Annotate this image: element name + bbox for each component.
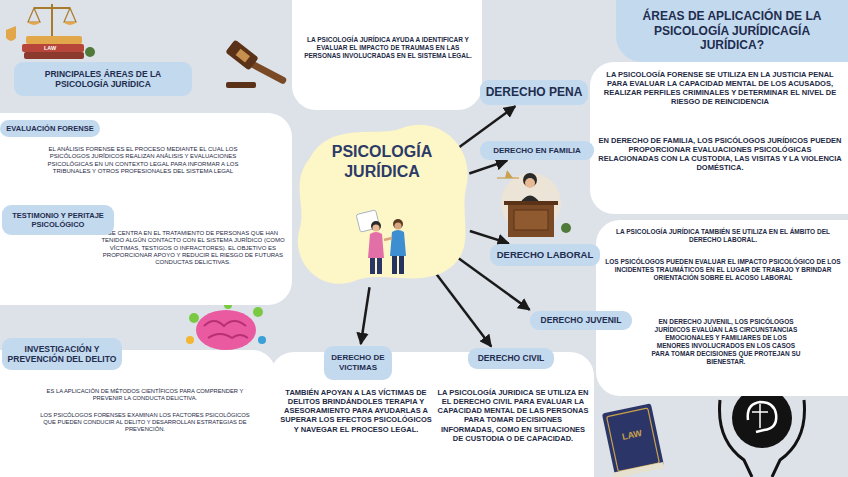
info-panel: LA PSICOLOGÍA FORENSE SE UTILIZA EN LA J… [590, 62, 848, 214]
topic-pill: INVESTIGACIÓN Y PREVENCIÓN DEL DELITO [2, 338, 122, 370]
body-text: LOS PSICÓLOGOS FORENSES EXAMINAN LOS FAC… [40, 412, 250, 433]
connector-arrow [435, 273, 491, 347]
body-text: EN DERECHO JUVENIL, LOS PSICÓLOGOS JURÍD… [650, 318, 802, 366]
body-text: LA PSICOLOGÍA JURIDICA SE UTILIZA EN EL … [437, 388, 589, 443]
branch-pill: DERECHO JUVENIL [530, 311, 632, 330]
info-panel: LA PSICOLOGÍA JURÍDICA AYUDA A IDENTIFIC… [292, 0, 482, 110]
node-label: INVESTIGACIÓN Y PREVENCIÓN DEL DELITO [7, 344, 117, 365]
node-label: DERECHO CIVIL [478, 353, 545, 363]
branch-pill: DERECHO EN FAMILIA [480, 141, 594, 160]
body-text: LA PSICOLOGÍA FORENSE SE UTILIZA EN LA J… [598, 70, 842, 107]
judge-desk-icon [497, 170, 571, 237]
book-label: LAW [621, 428, 643, 442]
scales-books-icon [6, 4, 95, 59]
connector-arrow [361, 287, 370, 344]
node-label: DERECHO LABORAL [497, 249, 594, 261]
node-label: PRINCIPALES ÁREAS DE LA PSICOLOGÍA JURÍD… [19, 69, 187, 90]
body-text: PSICOLOGÍA JURÍDICA [312, 142, 452, 181]
book-label: LAW [44, 45, 56, 51]
node-label: DERECHO JUVENIL [541, 315, 622, 325]
body-text: LA PSICOLOGÍA JURÍDICA AYUDA A IDENTIFIC… [300, 36, 476, 60]
connector-arrow [470, 231, 509, 243]
info-panel: TAMBIÉN APOYAN A LAS VÍCTIMAS DE DELITOS… [270, 352, 594, 477]
info-panel: ES LA APLICACIÓN DE MÉTODOS CIENTÍFICOS … [0, 350, 276, 477]
central-blob: PSICOLOGÍA JURÍDICA [290, 118, 475, 288]
node-label: DERECHO PENA [486, 85, 583, 100]
node-label: DERECHO DE VICTIMAS [329, 353, 387, 373]
topic-pill: EVALUACIÓN FORENSE [0, 120, 100, 137]
info-panel: LA PSICOLOGÍA JURÍDICA TAMBIÉN SE UTILIZ… [596, 220, 848, 396]
body-text: ES LA APLICACIÓN DE MÉTODOS CIENTÍFICOS … [40, 388, 250, 402]
connector-arrow [469, 161, 507, 174]
brain-icon [186, 301, 266, 350]
branch-pill: DERECHO DE VICTIMAS [324, 346, 392, 380]
body-text: LOS PSICÓLOGOS PUEDEN EVALUAR EL IMPACTO… [604, 258, 842, 282]
heading-pill: PRINCIPALES ÁREAS DE LA PSICOLOGÍA JURÍD… [14, 62, 192, 96]
node-label: ÁREAS DE APLICACIÓN DE LA PSICOLOGÍA JUR… [624, 9, 840, 53]
branch-pill: DERECHO LABORAL [490, 244, 600, 266]
info-panel: EL ANÁLISIS FORENSE ES EL PROCESO MEDIAN… [0, 113, 292, 305]
body-text: EN DERECHO DE FAMILIA, LOS PSICÓLOGOS JU… [598, 136, 842, 173]
body-text: LA PSICOLOGÍA JURÍDICA TAMBIÉN SE UTILIZ… [604, 228, 842, 244]
body-text: TAMBIÉN APOYAN A LAS VÍCTIMAS DE DELITOS… [278, 388, 434, 434]
node-label: DERECHO EN FAMILIA [493, 146, 581, 156]
body-text: EL ANÁLISIS FORENSE ES EL PROCESO MEDIAN… [36, 146, 250, 175]
branch-pill: DERECHO CIVIL [468, 348, 554, 369]
branch-pill: DERECHO PENA [480, 80, 588, 105]
brain-hands-icon [720, 388, 805, 477]
gavel-icon [225, 39, 287, 88]
title-banner: ÁREAS DE APLICACIÓN DE LA PSICOLOGÍA JUR… [616, 0, 848, 62]
node-label: EVALUACIÓN FORENSE [6, 124, 93, 133]
topic-pill: TESTIMONIO Y PERITAJE PSICOLÓGICO [2, 205, 114, 235]
node-label: TESTIMONIO Y PERITAJE PSICOLÓGICO [7, 211, 109, 229]
law-book-icon [600, 403, 665, 477]
body-text: SE CENTRA EN EL TRATAMIENTO DE PERSONAS … [100, 230, 286, 267]
